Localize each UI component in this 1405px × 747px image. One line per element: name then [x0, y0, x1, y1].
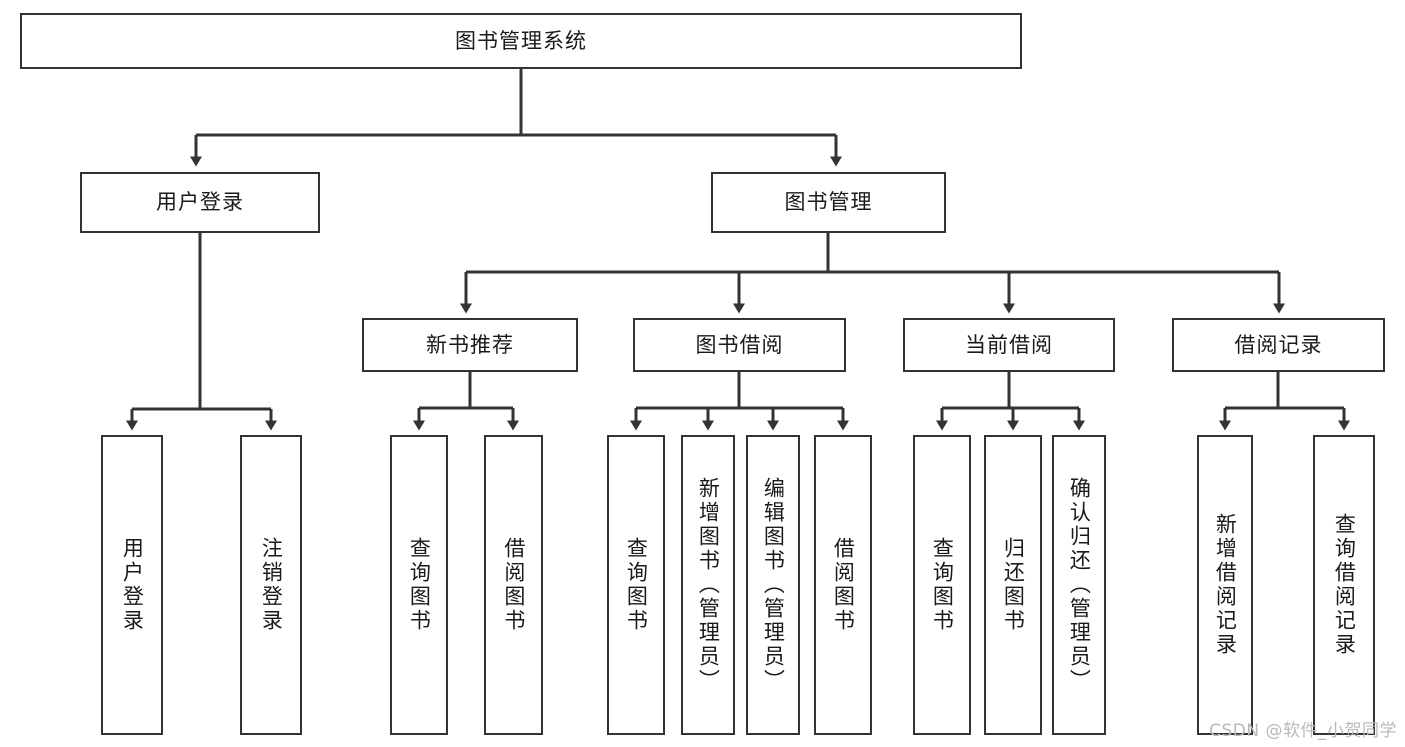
node-leaf-borrow-add[interactable]: 新增图书（管理员） — [681, 435, 735, 735]
node-borrow-record[interactable]: 借阅记录 — [1172, 318, 1385, 372]
node-book-borrow[interactable]: 图书借阅 — [633, 318, 846, 372]
node-leaf-cur-return[interactable]: 归还图书 — [984, 435, 1042, 735]
node-user-login[interactable]: 用户登录 — [80, 172, 320, 233]
node-user-login-label: 用户登录 — [156, 190, 244, 215]
node-leaf-rec-add[interactable]: 新增借阅记录 — [1197, 435, 1253, 735]
node-leaf-borrow-edit-label: 编辑图书（管理员） — [761, 477, 786, 693]
node-current-borrow[interactable]: 当前借阅 — [903, 318, 1115, 372]
node-leaf-user-login[interactable]: 用户登录 — [101, 435, 163, 735]
node-leaf-cur-confirm[interactable]: 确认归还（管理员） — [1052, 435, 1106, 735]
node-leaf-rec-query[interactable]: 查询图书 — [390, 435, 448, 735]
node-leaf-borrow-lend[interactable]: 借阅图书 — [814, 435, 872, 735]
node-new-book-rec[interactable]: 新书推荐 — [362, 318, 578, 372]
node-borrow-record-label: 借阅记录 — [1234, 332, 1323, 357]
node-leaf-rec-add-label: 新增借阅记录 — [1213, 513, 1238, 657]
node-leaf-cur-confirm-label: 确认归还（管理员） — [1067, 477, 1092, 693]
node-book-borrow-label: 图书借阅 — [695, 332, 784, 357]
node-root-label: 图书管理系统 — [455, 28, 587, 53]
node-leaf-user-login-label: 用户登录 — [120, 537, 145, 633]
node-leaf-rec-borrow-label: 借阅图书 — [501, 537, 526, 633]
csdn-watermark: CSDN @软件_小贺同学 — [1209, 721, 1397, 741]
node-root[interactable]: 图书管理系统 — [20, 13, 1022, 69]
node-book-manage[interactable]: 图书管理 — [711, 172, 946, 233]
node-leaf-rec-borrow[interactable]: 借阅图书 — [484, 435, 543, 735]
node-leaf-user-logout[interactable]: 注销登录 — [240, 435, 302, 735]
node-leaf-cur-query[interactable]: 查询图书 — [913, 435, 971, 735]
node-leaf-cur-return-label: 归还图书 — [1001, 537, 1026, 633]
node-leaf-borrow-edit[interactable]: 编辑图书（管理员） — [746, 435, 800, 735]
node-leaf-borrow-lend-label: 借阅图书 — [831, 537, 856, 633]
node-leaf-cur-query-label: 查询图书 — [930, 537, 955, 633]
node-leaf-borrow-query-label: 查询图书 — [624, 537, 649, 633]
node-current-borrow-label: 当前借阅 — [965, 332, 1053, 357]
node-leaf-rec-query2[interactable]: 查询借阅记录 — [1313, 435, 1375, 735]
node-leaf-rec-query2-label: 查询借阅记录 — [1332, 513, 1357, 657]
node-new-book-rec-label: 新书推荐 — [426, 332, 514, 357]
node-leaf-borrow-add-label: 新增图书（管理员） — [696, 477, 721, 693]
node-leaf-rec-query-label: 查询图书 — [407, 537, 432, 633]
node-leaf-borrow-query[interactable]: 查询图书 — [607, 435, 665, 735]
node-book-manage-label: 图书管理 — [784, 190, 873, 215]
node-leaf-user-logout-label: 注销登录 — [259, 537, 284, 633]
